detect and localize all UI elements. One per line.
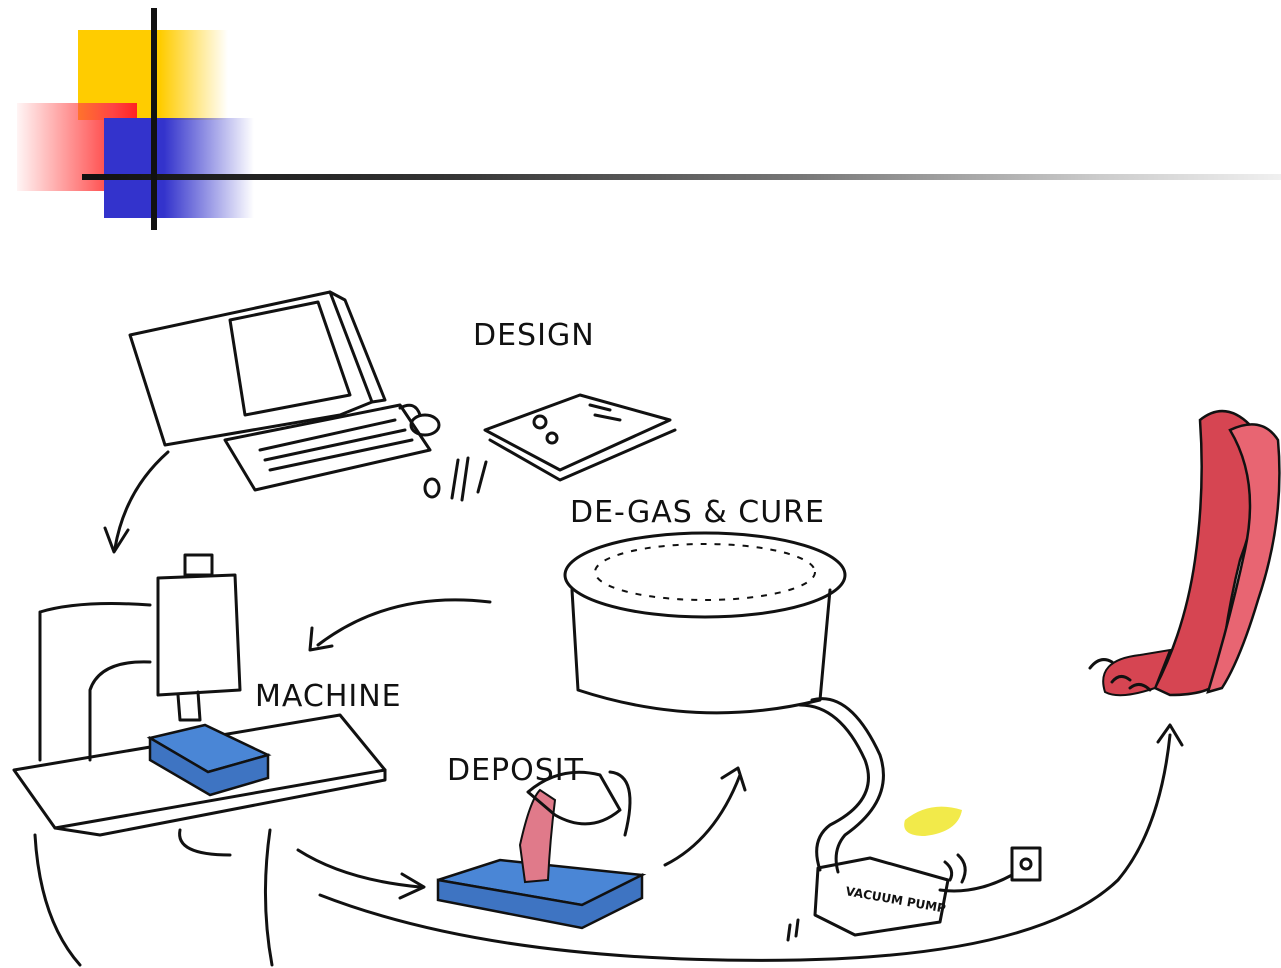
title-divider-line [82,174,1281,180]
milling-machine-icon [14,555,385,965]
arrow-cure-to-machine [310,600,490,650]
arrow-machine-to-deposit [298,850,424,898]
arrow-deposit-to-cure [665,768,745,865]
deposit-mold-icon [438,772,642,928]
process-sketch: DESIGN DE-GAS & CURE MACHINE DEPOSIT [0,240,1281,968]
decorative-blue-square [104,118,254,218]
vacuum-pump-icon: VACUUM PUMP [788,699,1040,940]
computer-icon [130,292,439,490]
arrow-design-to-machine [105,452,168,552]
foot-model-icon [1090,411,1279,695]
label-degas-cure: DE-GAS & CURE [570,495,825,530]
degas-tank-icon [565,533,845,713]
label-design: DESIGN [473,318,595,353]
label-deposit: DEPOSIT [447,753,584,788]
pencils-icon [425,458,486,500]
sketchbook-icon [485,395,675,480]
label-vacuum-pump: VACUUM PUMP [844,884,947,915]
decorative-vertical-line [151,8,157,230]
label-machine: MACHINE [255,679,402,714]
